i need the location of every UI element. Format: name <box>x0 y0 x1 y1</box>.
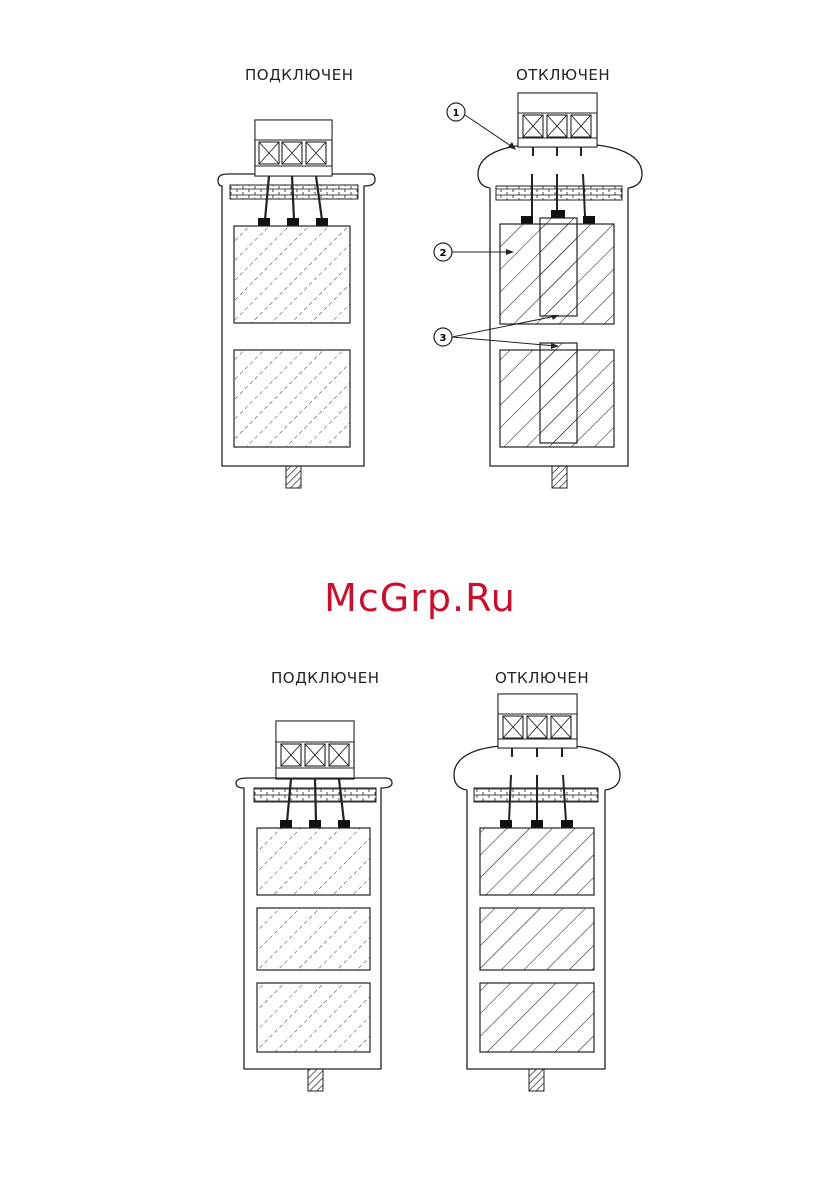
callout-2-number: 2 <box>440 248 447 259</box>
terminal-block <box>518 93 597 147</box>
top-right-disconnected-device <box>478 93 642 488</box>
terminal-block <box>276 721 354 779</box>
top-left-connected-device <box>218 120 375 488</box>
callout-3-number: 3 <box>440 333 447 344</box>
bottom-right-disconnected-device <box>454 694 620 1091</box>
callout-1: 1 <box>447 103 516 150</box>
callout-1-number: 1 <box>453 108 460 119</box>
terminal-block <box>498 694 577 748</box>
terminal-block <box>255 120 332 176</box>
bottom-left-connected-device <box>236 721 392 1091</box>
